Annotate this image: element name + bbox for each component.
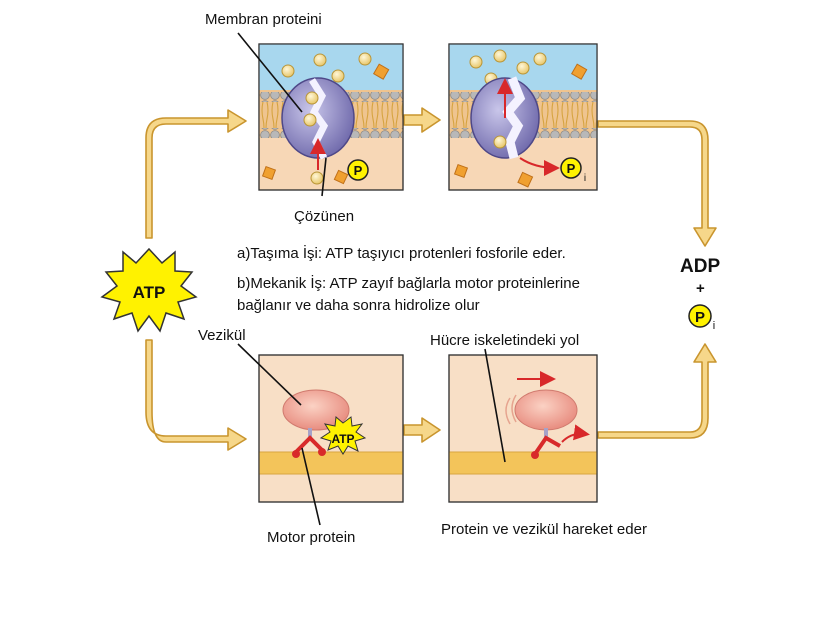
arrow-atp-to-transport [145,109,247,239]
small-atp-burst: ATP [319,416,367,455]
cytoskeleton-track-label: Hücre iskeletindeki yol [430,332,580,349]
panel-mechanical-after [448,354,598,503]
panel-transport-before: P [258,43,404,191]
released-phosphate: P i [560,157,586,184]
plus-sign: + [696,280,705,297]
released-solutes [469,49,547,86]
adp-label: ADP [680,256,721,277]
phosphate-badge: P [347,159,369,181]
released-phosphate-letter: P [567,161,576,176]
arrow-transport-to-adp [597,120,717,247]
small-atp-label: ATP [331,432,354,446]
solute-cubes [261,63,390,181]
movement-label: Protein ve vezikül hareket eder [441,521,647,538]
mechanical-work-line1: b)Mekanik İş: ATP zayıf bağlarla motor p… [237,275,580,292]
arrow-atp-to-mechanical [145,339,247,451]
arrow-panel3-to-panel4 [403,417,441,443]
solute-label: Çözünen [294,208,355,225]
motor-protein-label: Motor protein [267,529,356,546]
pi-product: P i [688,304,715,332]
vesicle-label: Vezikül [198,327,246,344]
atp-label: ATP [133,283,166,302]
arrow-mechanical-to-pi [597,343,717,439]
released-phosphate-sub: i [584,173,586,184]
atp-burst: ATP [100,247,198,333]
panel-transport-after: P i [448,43,598,191]
membrane-protein-label: Membran proteini [205,11,322,28]
solute-molecules [281,52,372,83]
pi-letter: P [695,309,705,326]
panel-mechanical-before: ATP [258,354,404,503]
motion-lines [505,394,517,425]
flow-arrows [145,107,717,451]
pointer-lines [237,32,506,526]
transport-work-text: a)Taşıma İşi: ATP taşıyıcı protenleri fo… [237,245,566,262]
pi-subscript: i [713,320,715,332]
mechanical-work-line2: bağlanır ve daha sonra hidrolize olur [237,297,480,314]
arrow-panel1-to-panel2 [403,107,441,133]
phosphate-letter: P [354,163,363,178]
